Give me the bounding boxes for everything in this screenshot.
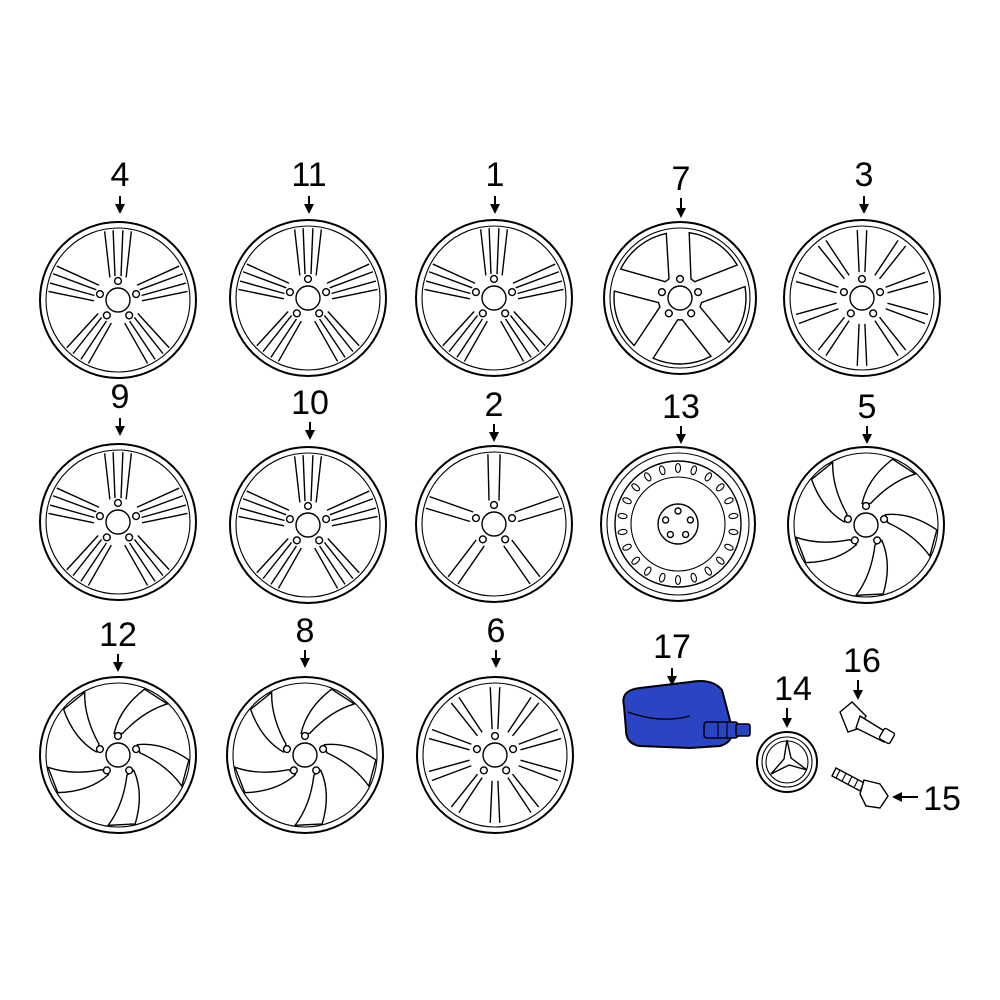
callout-arrow-head: [859, 204, 869, 214]
callout-14: 14: [774, 670, 812, 708]
callout-arrow-head: [676, 208, 686, 218]
part-3-wheel[interactable]: 3: [783, 156, 941, 377]
part-15-lug-bolt[interactable]: 15: [831, 767, 961, 818]
callout-7: 7: [672, 160, 691, 198]
part-16-valve-stem[interactable]: 16: [839, 642, 896, 745]
part-8-wheel[interactable]: 8: [226, 612, 384, 834]
callout-arrow-head: [490, 204, 500, 214]
callout-arrow-head: [489, 432, 499, 442]
callout-9: 9: [111, 378, 130, 416]
callout-arrow-head: [305, 430, 315, 440]
callout-arrow-head: [667, 676, 677, 686]
callout-1: 1: [486, 156, 505, 194]
part-11-wheel[interactable]: 11: [229, 156, 387, 377]
part-14-center-cap[interactable]: 14: [756, 670, 818, 793]
callout-arrow-head: [676, 434, 686, 444]
callout-11: 11: [291, 156, 326, 194]
callout-4: 4: [111, 156, 130, 194]
callout-arrow-head: [115, 204, 125, 214]
callout-arrow-head: [300, 658, 310, 668]
part-6-wheel[interactable]: 6: [416, 612, 574, 834]
part-10-wheel[interactable]: 10: [229, 384, 387, 604]
part-17-tpms-sensor[interactable]: 17: [622, 628, 751, 750]
callout-5: 5: [858, 388, 877, 426]
callout-12: 12: [99, 616, 137, 654]
callout-arrow-head: [491, 658, 501, 668]
callout-arrow-head: [853, 690, 863, 700]
part-7-wheel[interactable]: 7: [603, 160, 757, 375]
part-12-wheel[interactable]: 12: [39, 616, 197, 834]
callout-8: 8: [296, 612, 315, 650]
part-1-wheel[interactable]: 1: [415, 156, 573, 377]
part-2-wheel[interactable]: 2: [415, 386, 573, 603]
callout-arrow-head: [862, 434, 872, 444]
callout-arrow-head: [304, 204, 314, 214]
callout-10: 10: [291, 384, 329, 422]
part-13-wheel[interactable]: 13: [600, 388, 756, 602]
callout-3: 3: [855, 156, 874, 194]
callout-arrow-head: [115, 426, 125, 436]
callout-15: 15: [923, 780, 961, 818]
callout-13: 13: [662, 388, 700, 426]
callout-arrow-head: [113, 662, 123, 672]
part-5-wheel[interactable]: 5: [787, 388, 945, 604]
callout-2: 2: [485, 386, 504, 424]
callout-6: 6: [487, 612, 506, 650]
callout-arrow-head: [892, 792, 902, 802]
callout-arrow-head: [782, 718, 792, 728]
callout-17: 17: [653, 628, 691, 666]
part-4-wheel[interactable]: 4: [39, 156, 197, 379]
callout-16: 16: [843, 642, 881, 680]
part-9-wheel[interactable]: 9: [39, 378, 197, 601]
